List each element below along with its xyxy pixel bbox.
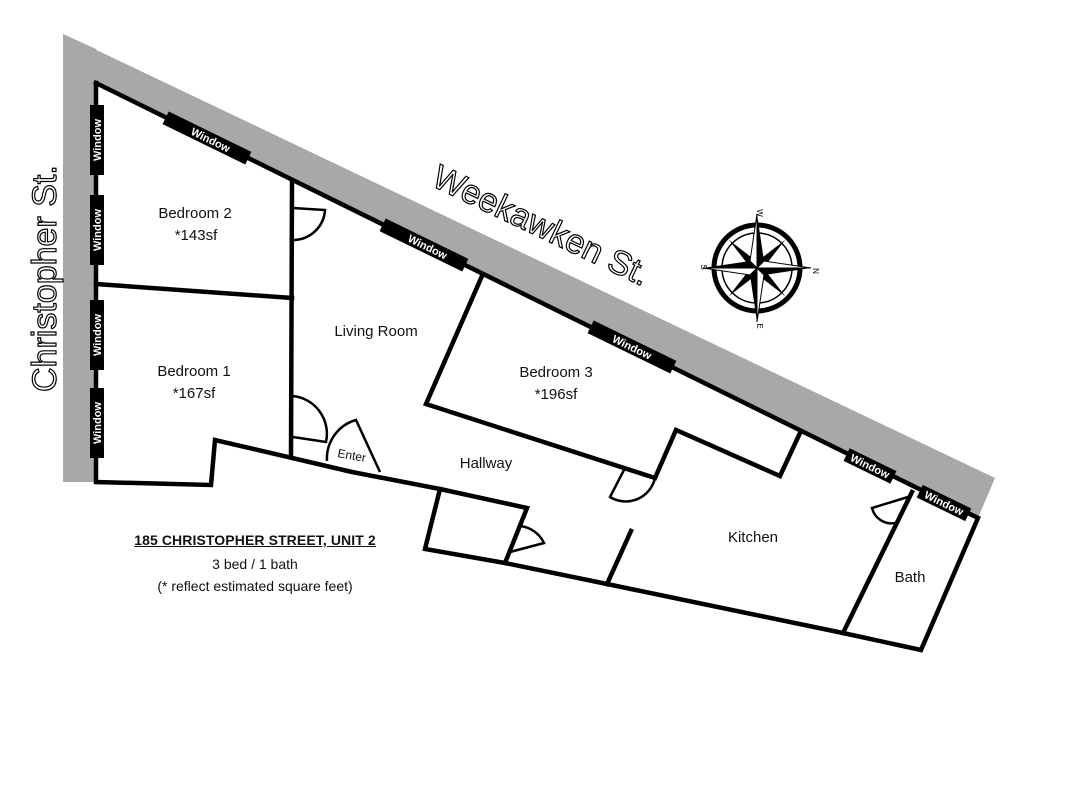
wall-closet [437, 486, 531, 566]
window-west-2: Window [90, 195, 104, 265]
compass-left-letter: S [699, 264, 708, 269]
svg-text:Window: Window [92, 209, 104, 251]
bedroom1-name: Bedroom 1 [157, 363, 230, 380]
christopher-street-band [63, 34, 96, 482]
wall-kitchen-partial [604, 528, 634, 587]
living-room-label: Living Room [334, 323, 417, 340]
listing-caption: 185 CHRISTOPHER STREET, UNIT 2 3 bed / 1… [100, 532, 410, 594]
bedroom2-name: Bedroom 2 [158, 205, 231, 222]
christopher-street-label: Christopher St. [26, 165, 64, 392]
bedroom3-area: *196sf [535, 386, 578, 403]
compass-right-letter: N [811, 268, 820, 274]
window-west-1: Window [90, 105, 104, 175]
wall-bed2-bed1 [93, 281, 295, 301]
door-bedroom3 [608, 467, 657, 503]
wall-bath [839, 488, 916, 637]
listing-note: (* reflect estimated square feet) [157, 578, 353, 594]
weekawken-street-band [63, 34, 995, 518]
compass-bottom-letter: E [755, 323, 764, 328]
entry-door[interactable] [325, 418, 382, 473]
window-west-3: Window [90, 300, 104, 370]
svg-text:Window: Window [92, 402, 104, 444]
bath-label: Bath [895, 569, 926, 586]
door-bedroom1 [292, 394, 329, 444]
listing-summary: 3 bed / 1 bath [212, 556, 298, 572]
bedroom2-area: *143sf [175, 227, 218, 244]
bedroom1-area: *167sf [173, 385, 216, 402]
window-west-4: Window [90, 388, 104, 458]
door-closet [509, 524, 546, 554]
wall-bedroom3 [422, 273, 803, 481]
svg-text:Window: Window [92, 119, 104, 161]
door-bedroom2 [292, 206, 327, 242]
enter-label: Enter [336, 446, 367, 465]
door-bath [870, 495, 909, 525]
bedroom3-name: Bedroom 3 [519, 364, 592, 381]
compass-top-letter: W [755, 209, 764, 217]
hallway-label: Hallway [460, 455, 513, 472]
exterior-wall [92, 79, 981, 653]
listing-address: 185 CHRISTOPHER STREET, UNIT 2 [134, 532, 376, 548]
svg-text:Window: Window [92, 314, 104, 356]
compass-rose-icon: W N E S [699, 209, 820, 328]
wall-bedrooms-living [288, 179, 295, 459]
kitchen-label: Kitchen [728, 529, 778, 546]
